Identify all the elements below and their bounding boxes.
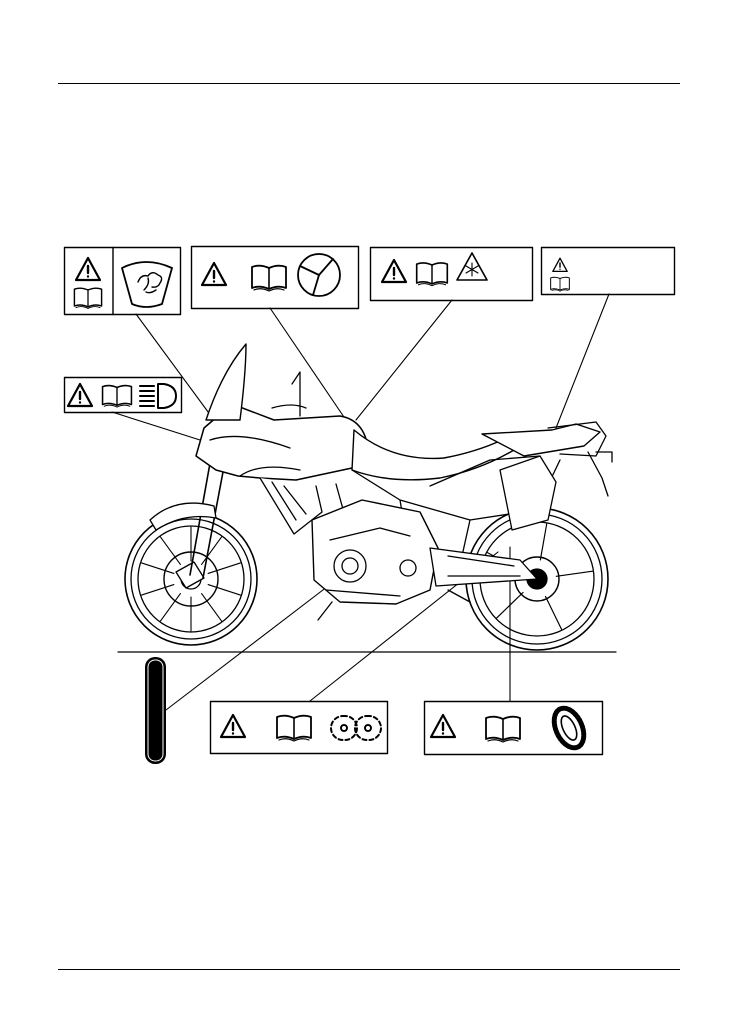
manual-book-icon <box>551 277 570 291</box>
front-wheel <box>125 513 257 645</box>
manual-book-icon <box>486 717 520 742</box>
tyre-label <box>425 702 603 755</box>
manual-book-icon <box>252 266 286 291</box>
cold-label <box>371 248 533 301</box>
manual-book-icon <box>277 716 311 741</box>
chain-label <box>211 702 388 754</box>
manual-book-icon <box>74 288 101 308</box>
engine <box>312 500 438 604</box>
headlight-label <box>65 378 182 413</box>
fuel-label <box>192 247 359 309</box>
load-label <box>542 248 675 295</box>
manual-book-icon <box>417 263 448 286</box>
screen-label <box>65 248 181 315</box>
motorcycle-drawing <box>125 344 612 650</box>
vertical-sticker <box>145 657 166 764</box>
manual-book-icon <box>103 386 132 407</box>
